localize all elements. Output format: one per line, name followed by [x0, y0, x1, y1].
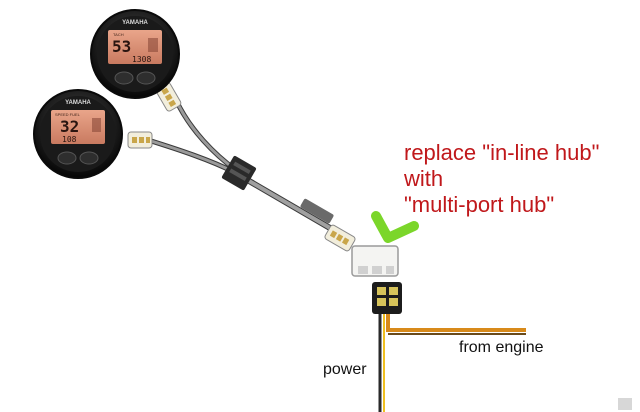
trunk-end-connector — [324, 224, 356, 252]
speed-label: SPEED FUEL — [55, 112, 81, 117]
corner-mark — [618, 398, 632, 410]
in-line-hub — [221, 155, 257, 191]
trunk-cable — [242, 175, 334, 231]
speed-right-button[interactable] — [79, 151, 99, 165]
tach-connector — [155, 82, 182, 112]
white-connector-block — [351, 245, 399, 277]
speed-gauge: YAMAHA SPEED FUEL 32 108 — [33, 89, 123, 179]
speed-sub-reading: 108 — [62, 135, 77, 144]
speed-brand: YAMAHA — [65, 100, 91, 106]
tach-label: TACH — [113, 32, 124, 37]
gauge-cables — [147, 98, 238, 175]
speed-left-button[interactable] — [57, 151, 77, 165]
tach-sub-reading: 1308 — [132, 55, 151, 64]
speed-connector — [127, 131, 153, 149]
annotation-line-2: with — [404, 166, 444, 191]
annotation-line-1: replace "in-line hub" — [404, 140, 600, 165]
tach-left-button[interactable] — [114, 71, 134, 85]
tach-brand: YAMAHA — [122, 20, 148, 26]
tach-main-reading: 53 — [112, 37, 131, 56]
checkmark-icon — [371, 211, 419, 243]
tach-right-button[interactable] — [136, 71, 156, 85]
speed-main-reading: 32 — [60, 117, 79, 136]
annotation-line-3: "multi-port hub" — [404, 192, 555, 217]
engine-connector — [372, 282, 402, 314]
from-engine-label: from engine — [459, 339, 544, 356]
power-label: power — [323, 361, 367, 378]
harness-wires — [378, 314, 526, 412]
tach-gauge: YAMAHA TACH 53 1308 — [90, 9, 180, 99]
